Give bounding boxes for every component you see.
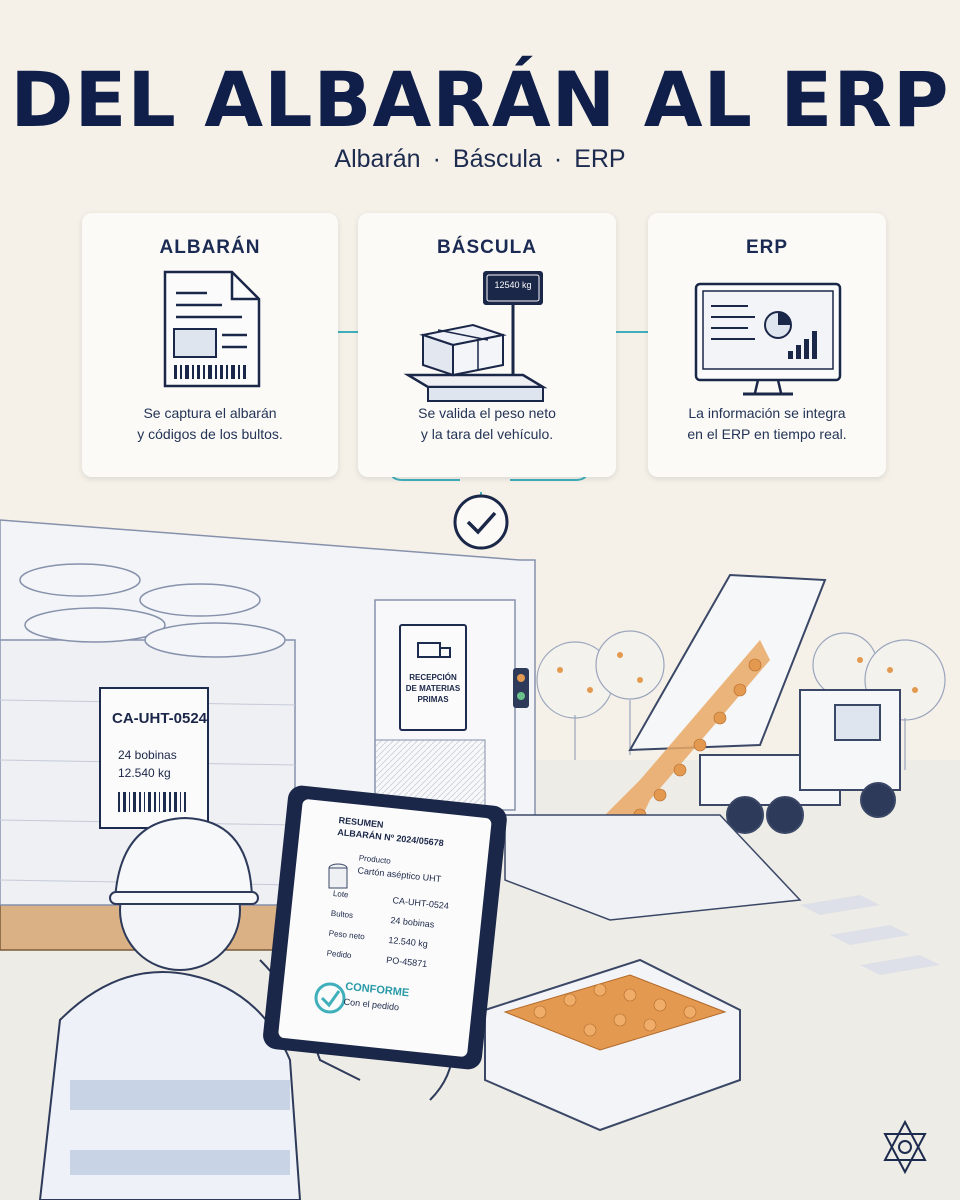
step-desc-line2: en el ERP en tiempo real. [687,426,847,442]
step-description: Se valida el peso neto y la tara del veh… [358,403,616,445]
monitor-chart-icon [694,282,842,396]
brand-logo [883,1119,927,1175]
tablet-row-value: CA-UHT-0524 [392,895,450,912]
worker-figure [38,816,454,1200]
pallet-label-units: 24 bobinas [118,748,177,762]
separator-dot: · [432,145,441,173]
step-desc-line1: Se valida el peso neto [418,405,556,421]
tablet-row-value: PO-45871 [385,954,428,970]
step-card-albaran: ALBARÁN Se captura el albarán y có [82,213,338,477]
step-description: Se captura el albarán y códigos de los b… [82,403,338,445]
dock-sign-line3: PRIMAS [417,695,449,704]
pallet-label-code: CA-UHT-0524 [112,710,208,727]
tablet-screen: RESUMEN ALBARÁN Nº 2024/05678 Producto C… [288,806,491,1049]
subtitle-albaran: Albarán [334,145,421,173]
tablet-row-value: 24 bobinas [390,915,435,930]
step-card-erp: ERP La información se integra en el ERP … [648,213,886,477]
separator-dot: · [553,145,563,173]
scale-display: 12540 kg [494,280,532,290]
pallet-label-weight: 12.540 kg [118,766,171,780]
step-title: ERP [745,237,789,258]
tablet-albaran-number: ALBARÁN Nº 2024/05678 [336,827,445,849]
tablet-status-sub: Con el pedido [343,996,400,1013]
dock-sign: RECEPCIÓN DE MATERIAS PRIMAS [402,672,464,705]
step-desc-line1: La información se integra [688,405,846,421]
subtitle: Albarán · Báscula · ERP [0,145,960,174]
dump-truck [628,573,901,834]
page-title: DEL ALBARÁN AL ERP [10,55,950,144]
dock-sign-line2: DE MATERIAS [405,684,461,693]
document-icon [163,270,261,388]
step-desc-line1: Se captura el albarán [143,405,277,421]
subtitle-bascula: Báscula [452,145,542,173]
step-card-bascula: BÁSCULA 12540 kg Se valida el peso neto … [358,213,616,477]
step-title: BÁSCULA [437,237,537,258]
tablet-status-title: CONFORME [344,980,410,1000]
scale-icon [403,271,548,402]
tablet-row-value: 12.540 kg [387,934,429,950]
tablet-product-label: Producto [358,853,392,866]
step-desc-line2: y códigos de los bultos. [137,426,283,442]
tablet-product-value: Cartón aséptico UHT [357,865,442,885]
dock-sign-line1: RECEPCIÓN [409,673,457,682]
tablet-row-label: Lote [332,888,349,900]
step-desc-line2: y la tara del vehículo. [420,426,554,442]
tablet-row-label: Pedido [326,948,352,961]
step-title: ALBARÁN [159,237,261,258]
check-circle-icon [453,494,509,550]
step-description: La información se integra en el ERP en t… [648,403,886,445]
tablet-row-label: Bultos [330,908,354,921]
subtitle-erp: ERP [574,145,626,173]
tablet-row-label: Peso neto [328,928,366,942]
